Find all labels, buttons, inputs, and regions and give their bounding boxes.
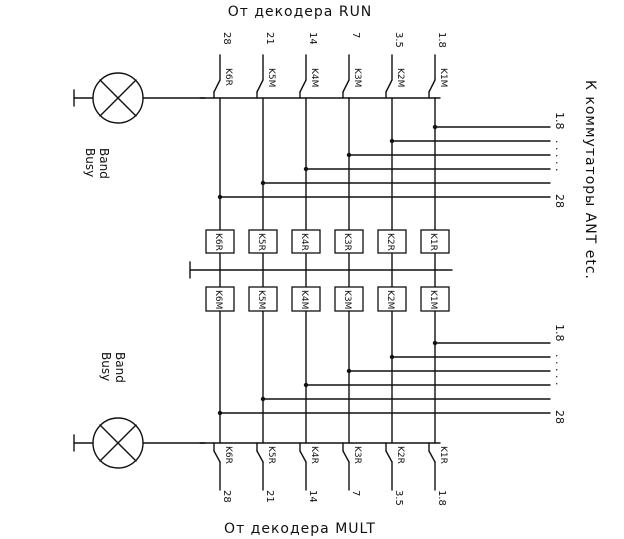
relay-column: 7 K3M K3R K3M K3R 7 [334, 32, 364, 496]
contact-label-bottom: K1R [438, 446, 448, 464]
outputs-top [219, 126, 551, 198]
contact-label-bottom: K3R [352, 446, 362, 464]
contact-label-bottom: K4R [309, 446, 319, 464]
contact-label-top: K2M [395, 68, 405, 87]
contact-label-top: K1M [438, 68, 448, 87]
right-top-dots: . . . . . [553, 140, 566, 171]
band-busy-lamp-top [73, 72, 206, 124]
right-bottom-dots: . . . . . [553, 354, 566, 385]
contact-label-top: K6R [223, 68, 233, 86]
band-label-top: 1.8 [436, 32, 447, 48]
relay-label-lower: K5M [256, 290, 266, 309]
band-label-top: 7 [350, 32, 361, 38]
contact-label-top: K4M [309, 68, 319, 87]
band-label-bottom: 3.5 [393, 490, 404, 506]
relay-column: 28 K6R K6R K6M K6R 28 [205, 32, 235, 503]
contact-label-bottom: K5R [266, 446, 276, 464]
relay-label-upper: K2R [385, 233, 395, 251]
relay-label-lower: K6M [213, 290, 223, 309]
relay-label-lower: K2M [385, 290, 395, 309]
relay-label-upper: K5R [256, 233, 266, 251]
band-label-top: 3.5 [393, 32, 404, 48]
lamp-top-label-2: Busy [83, 148, 97, 177]
relay-column: 1.8 K1M K1R K1M K1R 1.8 [420, 32, 450, 506]
band-label-top: 28 [221, 32, 232, 45]
band-label-bottom: 28 [221, 490, 232, 503]
relay-label-upper: K6R [213, 233, 223, 251]
band-busy-lamp-bottom [73, 417, 206, 469]
band-label-bottom: 21 [264, 490, 275, 503]
relay-label-upper: K3R [342, 233, 352, 251]
outputs-bottom [219, 342, 551, 414]
relay-column: 14 K4M K4R K4M K4R 14 [291, 32, 321, 503]
right-bottom-first: 1.8 [553, 324, 566, 342]
bottom-title: От декодера MULT [224, 521, 376, 537]
relay-label-upper: K4R [299, 233, 309, 251]
right-bottom-last: 28 [553, 410, 566, 424]
band-label-top: 14 [307, 32, 318, 45]
relay-label-lower: K1M [428, 290, 438, 309]
relay-label-upper: K1R [428, 233, 438, 251]
lamp-bottom-label-1: Band [113, 352, 127, 383]
relay-label-lower: K3M [342, 290, 352, 309]
relay-label-lower: K4M [299, 290, 309, 309]
band-label-bottom: 14 [307, 490, 318, 503]
lamp-bottom-label-2: Busy [99, 352, 113, 381]
band-label-bottom: 7 [350, 490, 361, 496]
band-label-top: 21 [264, 32, 275, 45]
contact-label-bottom: K2R [395, 446, 405, 464]
right-top-first: 1.8 [553, 112, 566, 130]
lamp-top-label-1: Band [97, 148, 111, 179]
contact-label-bottom: K6R [223, 446, 233, 464]
top-title: От декодера RUN [228, 4, 373, 20]
relay-column: 3.5 K2M K2R K2M K2R 3.5 [377, 32, 407, 506]
relay-column: 21 K5M K5R K5M K5R 21 [248, 32, 278, 503]
right-title: К коммутаторы ANT etc. [582, 80, 598, 280]
contact-label-top: K5M [266, 68, 276, 87]
contact-label-top: K3M [352, 68, 362, 87]
right-top-last: 28 [553, 194, 566, 208]
band-label-bottom: 1.8 [436, 490, 447, 506]
